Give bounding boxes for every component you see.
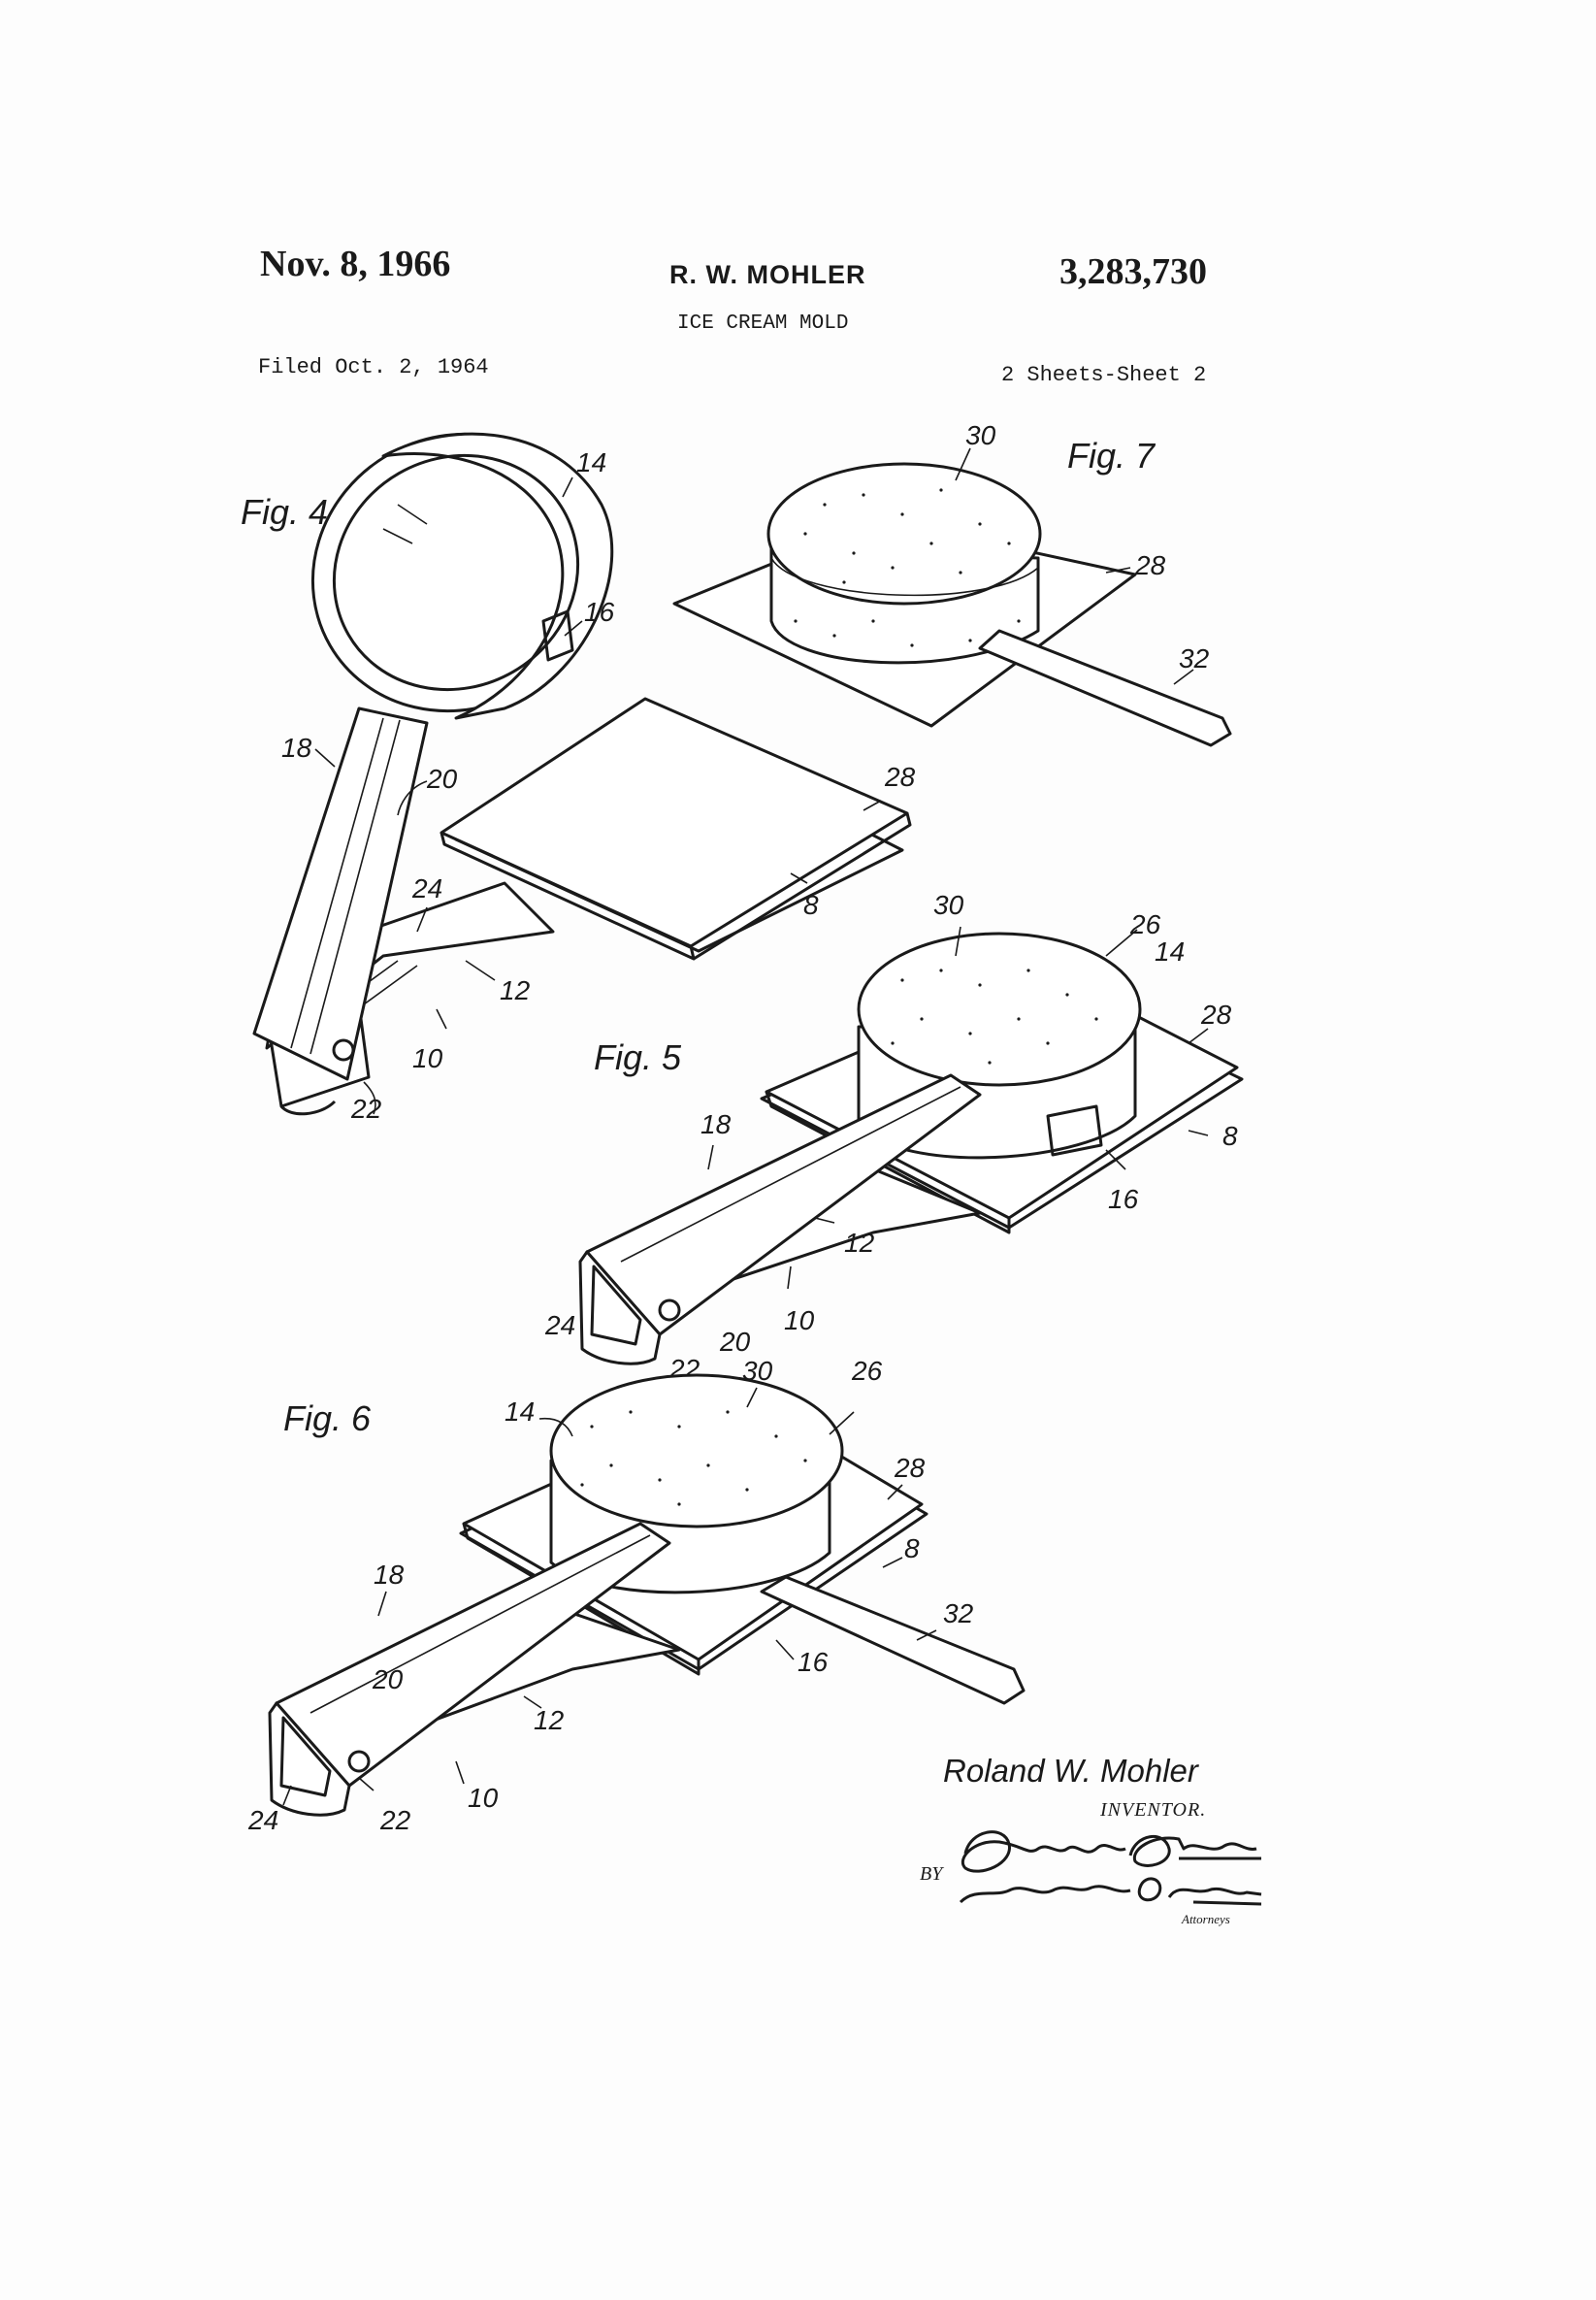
- fig6-ref-18: 18: [374, 1560, 405, 1590]
- fig4-ref-8: 8: [803, 890, 819, 920]
- fig7-ref-28: 28: [1134, 550, 1166, 580]
- fig4-label: Fig. 4: [241, 492, 328, 532]
- fig6-ref-24: 24: [247, 1805, 278, 1835]
- patent-date: Nov. 8, 1966: [260, 244, 451, 284]
- fig5-ref-20: 20: [719, 1327, 751, 1357]
- fig5-ref-26: 26: [1129, 909, 1161, 939]
- fig6-ref-30: 30: [742, 1356, 773, 1386]
- fig5-ref-14: 14: [1155, 936, 1185, 967]
- by-label: BY: [920, 1863, 943, 1885]
- sheet-count: 2 Sheets-Sheet 2: [1001, 363, 1207, 387]
- fig6-ref-14: 14: [505, 1396, 535, 1427]
- fig4-ref-24: 24: [411, 873, 442, 904]
- fig6-ref-22: 22: [379, 1805, 411, 1835]
- fig4-ref-22: 22: [350, 1094, 382, 1124]
- fig4-ref-20: 20: [426, 764, 458, 794]
- attorneys-signature: [959, 1830, 1262, 1906]
- fig6-ref-20: 20: [372, 1664, 404, 1694]
- fig5-ref-10: 10: [784, 1305, 815, 1335]
- fig6-ref-12: 12: [534, 1705, 565, 1735]
- figure-6: Fig. 6 14 30 26 28 8 32 16 18 20 12 10 2…: [247, 1356, 1026, 1835]
- fig5-ref-12: 12: [844, 1228, 875, 1258]
- fig6-ref-32: 32: [943, 1598, 974, 1628]
- fig7-ref-32: 32: [1179, 643, 1210, 674]
- fig5-label: Fig. 5: [594, 1037, 682, 1077]
- figure-7: Fig. 7 30 28 32: [672, 420, 1232, 747]
- fig5-ref-24: 24: [544, 1310, 575, 1340]
- fig6-ref-28: 28: [894, 1453, 926, 1483]
- fig6-ref-10: 10: [468, 1783, 499, 1813]
- fig4-ref-18: 18: [281, 733, 312, 763]
- fig6-ref-26: 26: [851, 1356, 883, 1386]
- filed-date: Filed Oct. 2, 1964: [258, 355, 489, 379]
- fig5-ref-30: 30: [933, 890, 964, 920]
- fig4-ref-10: 10: [412, 1043, 443, 1073]
- fig5-ref-28: 28: [1200, 1000, 1232, 1030]
- fig6-label: Fig. 6: [283, 1398, 372, 1438]
- patent-number: 3,283,730: [1059, 251, 1207, 292]
- fig4-ref-16: 16: [584, 597, 615, 627]
- fig4-ref-28: 28: [884, 762, 916, 792]
- fig5-ref-16: 16: [1108, 1184, 1139, 1214]
- fig4-ref-14: 14: [576, 447, 606, 477]
- fig5-ref-8: 8: [1222, 1121, 1238, 1151]
- fig5-ref-18: 18: [700, 1109, 732, 1139]
- inventor-header: R. W. MOHLER: [669, 260, 866, 289]
- inventor-signature-name: Roland W. Mohler: [943, 1753, 1198, 1789]
- fig6-ref-16: 16: [798, 1647, 829, 1677]
- fig7-label: Fig. 7: [1067, 436, 1156, 476]
- fig7-ref-30: 30: [965, 420, 996, 450]
- figure-5: Fig. 5 30 26 14 28 8 16 18 12 10 20 22 2…: [544, 890, 1244, 1384]
- inventor-role: INVENTOR.: [1100, 1799, 1207, 1821]
- fig6-ref-8: 8: [904, 1533, 920, 1563]
- fig4-ref-12: 12: [500, 975, 531, 1005]
- attorneys-label: Attorneys: [1182, 1912, 1230, 1926]
- patent-title: ICE CREAM MOLD: [677, 312, 849, 335]
- figure-4: Fig. 4 14 16 18 20 24 12 10 22 28 8: [241, 432, 916, 1124]
